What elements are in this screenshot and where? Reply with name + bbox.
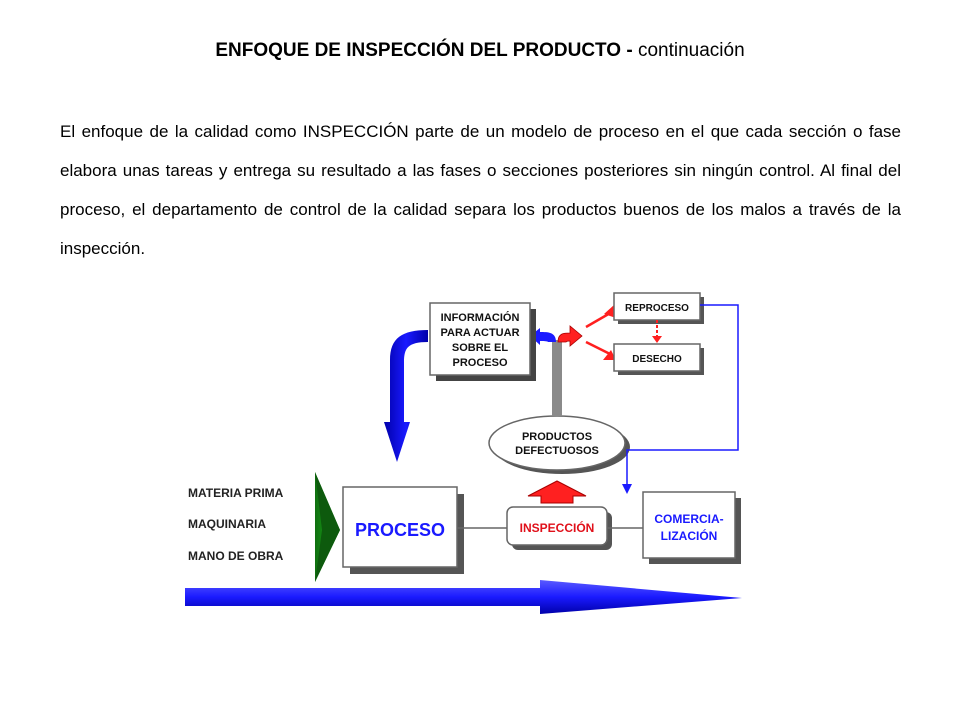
intro-paragraph: El enfoque de la calidad como INSPECCIÓN… xyxy=(60,122,901,258)
defect-up-arrow xyxy=(527,480,587,504)
page-title: ENFOQUE DE INSPECCIÓN DEL PRODUCTO - con… xyxy=(0,40,960,62)
defect-stem xyxy=(552,340,562,416)
feedback-blue-down-arrow xyxy=(384,330,428,462)
inspeccion-label: INSPECCIÓN xyxy=(520,520,595,535)
informacion-box xyxy=(429,302,531,376)
reproceso-box xyxy=(613,292,701,321)
input-label-materia: MATERIA PRIMA xyxy=(188,486,284,500)
arrow-to-desecho-head xyxy=(603,350,616,360)
reproceso-return-head xyxy=(622,484,632,494)
desecho-label: DESECHO xyxy=(632,354,682,365)
informacion-label-4: PROCESO xyxy=(452,357,507,369)
informacion-label-2: PARA ACTUAR xyxy=(440,327,519,339)
arrow-to-reproceso-head xyxy=(604,305,616,318)
defectuosos-label-1: PRODUCTOS xyxy=(522,431,592,443)
arrow-to-desecho xyxy=(585,340,613,357)
comercializacion-label-2: LIZACIÓN xyxy=(661,528,718,543)
inspeccion-box xyxy=(506,506,608,546)
reproceso-label: REPROCESO xyxy=(625,303,689,314)
input-label-mano-obra: MANO DE OBRA xyxy=(188,549,284,563)
input-label-maquinaria: MAQUINARIA xyxy=(188,517,266,531)
defectuosos-ellipse xyxy=(488,415,626,471)
comercializacion-label-1: COMERCIA- xyxy=(654,512,723,526)
feedback-red-hook xyxy=(557,325,583,347)
title-suffix: continuación xyxy=(632,40,745,61)
title-main: ENFOQUE DE INSPECCIÓN DEL PRODUCTO - xyxy=(215,40,633,61)
proceso-label: PROCESO xyxy=(355,520,445,540)
feedback-blue-hook xyxy=(530,328,556,345)
informacion-label-3: SOBRE EL xyxy=(452,342,509,354)
comercializacion-box xyxy=(642,491,736,559)
informacion-label-1: INFORMACIÓN xyxy=(441,311,520,324)
proceso-box xyxy=(342,486,458,568)
desecho-box xyxy=(613,343,701,372)
reproceso-desecho-head xyxy=(652,336,662,343)
flow-arrow-bottom xyxy=(185,580,742,614)
reproceso-return-line xyxy=(626,304,739,490)
defectuosos-label-2: DEFECTUOSOS xyxy=(515,445,599,457)
